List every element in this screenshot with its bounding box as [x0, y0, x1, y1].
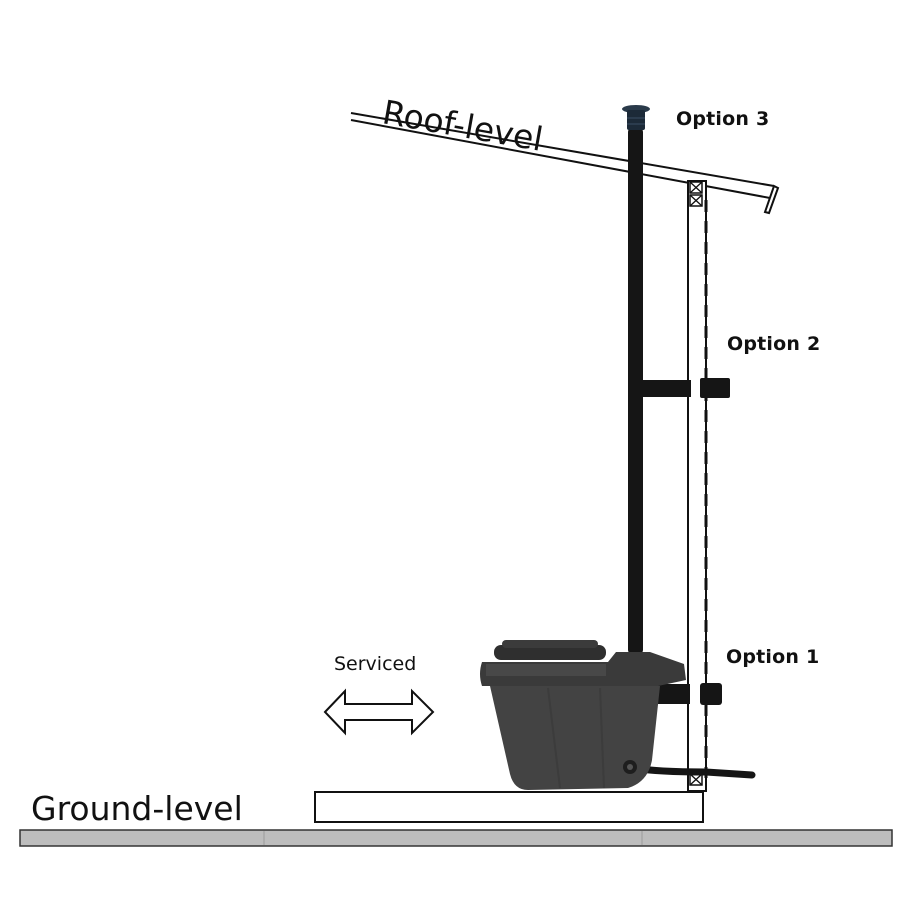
serviced-label: Serviced [334, 653, 417, 675]
vent-cap-icon [622, 105, 650, 130]
wall-frame [687, 180, 708, 792]
double-arrow-icon [323, 688, 435, 736]
pipe-option-1 [652, 683, 722, 705]
base-platform [314, 791, 704, 823]
option-2-label: Option 2 [727, 333, 821, 355]
pipe-option-2 [643, 378, 730, 398]
toilet-unit [480, 640, 686, 790]
option-1-label: Option 1 [726, 646, 820, 668]
option-3-label: Option 3 [676, 108, 770, 130]
ground-level-label: Ground-level [31, 789, 243, 828]
vent-pipe-vertical [628, 128, 643, 654]
ground-strip [19, 829, 893, 847]
